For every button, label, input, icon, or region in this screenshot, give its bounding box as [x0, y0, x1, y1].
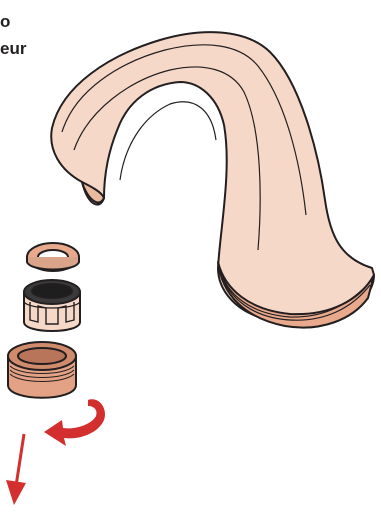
down-arrow-icon	[6, 434, 26, 505]
washer-illustration	[27, 243, 79, 271]
rotate-arrow-icon	[44, 399, 105, 446]
aerator-housing-illustration	[8, 342, 76, 398]
aerator-screen-illustration	[24, 280, 80, 331]
spout-illustration	[51, 32, 374, 327]
